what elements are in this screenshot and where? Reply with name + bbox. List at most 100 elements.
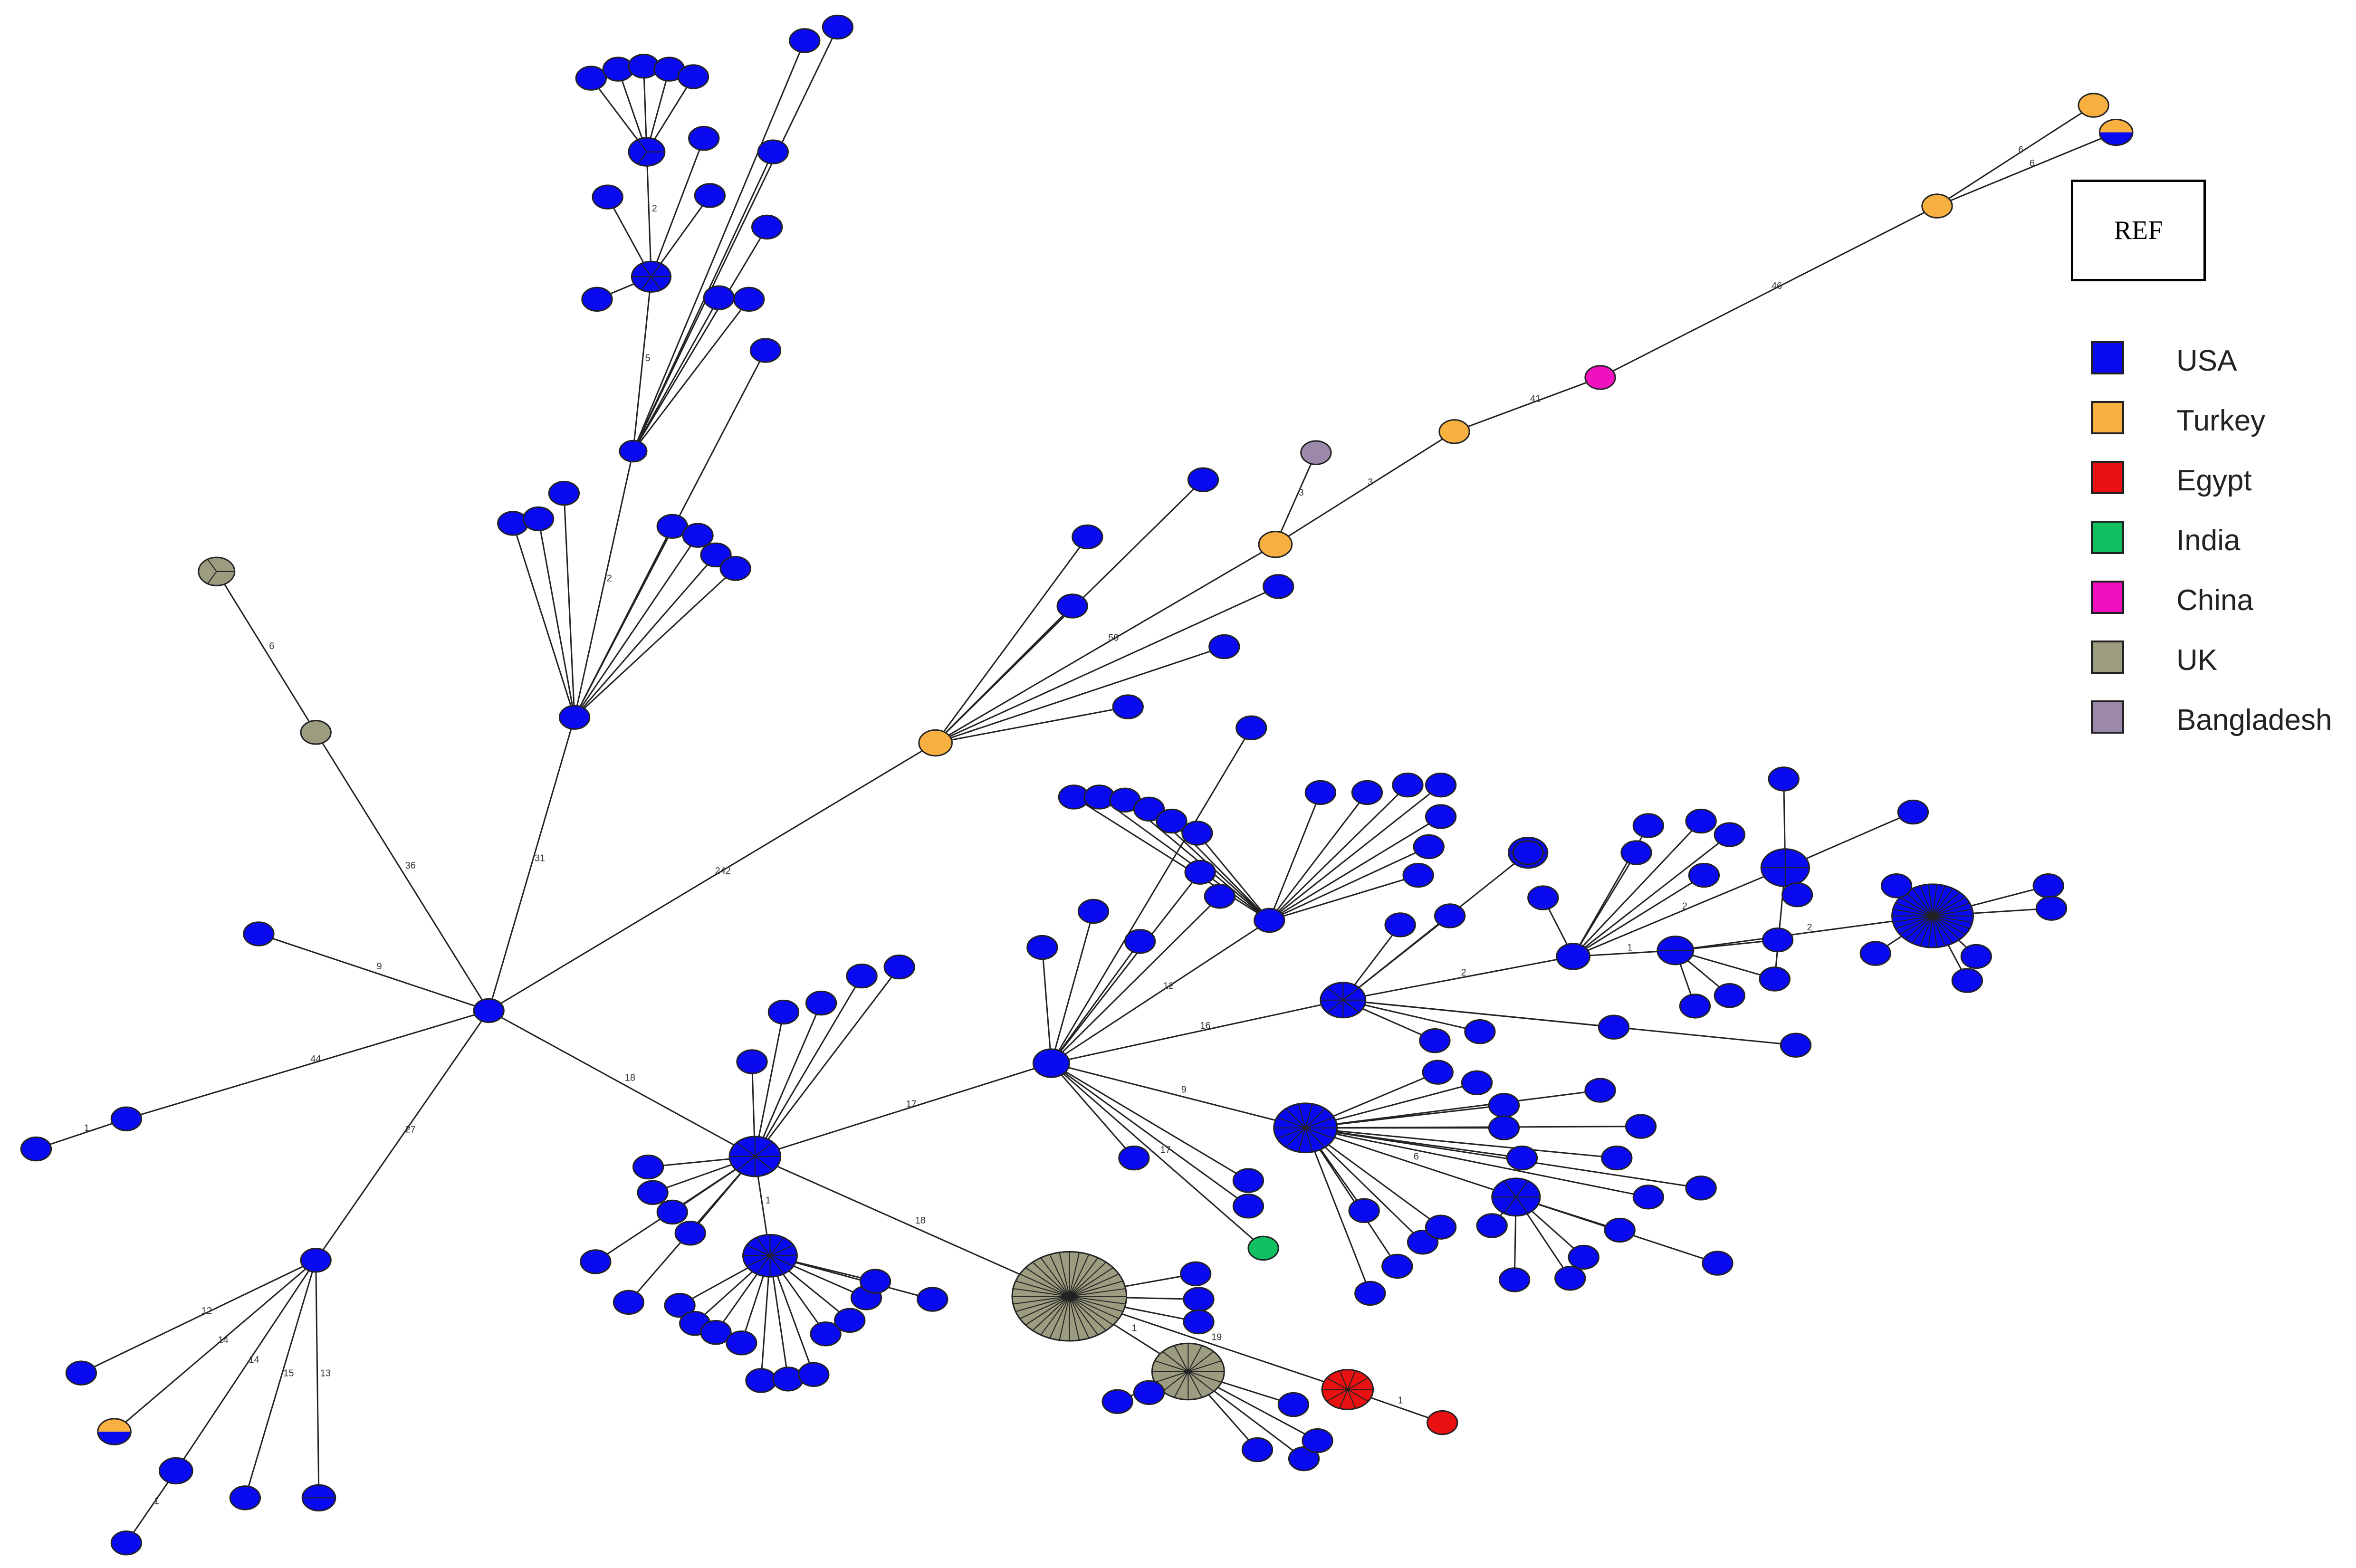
node-slice <box>1932 885 1946 916</box>
node <box>1488 1093 1520 1118</box>
node-slice <box>1069 1296 1113 1326</box>
node <box>656 1199 688 1225</box>
node-slice <box>1919 916 1933 947</box>
node <box>1208 634 1240 660</box>
node-body <box>158 1457 193 1485</box>
node <box>1181 821 1213 846</box>
node-slice <box>1276 1117 1306 1128</box>
edge-label: 27 <box>405 1125 416 1135</box>
node-body <box>1204 884 1235 909</box>
node-body <box>798 1362 830 1387</box>
node <box>632 1154 664 1180</box>
node-slice <box>769 1237 784 1256</box>
node <box>859 1269 891 1294</box>
node <box>548 480 580 506</box>
node-slice <box>1305 1128 1313 1152</box>
node <box>1381 1253 1413 1279</box>
node-body <box>300 1248 332 1273</box>
edge <box>1073 796 1270 921</box>
node-slice <box>1899 915 1933 935</box>
node <box>677 64 709 89</box>
edge <box>488 742 936 1012</box>
node <box>1891 883 1974 948</box>
node <box>1320 982 1367 1019</box>
node-body <box>1232 1194 1264 1219</box>
node-body <box>688 125 720 151</box>
node-slice <box>1154 1360 1188 1372</box>
edge <box>1269 792 1368 921</box>
edge <box>1041 947 1052 1063</box>
edge <box>1342 915 1450 1001</box>
edge <box>755 1156 1070 1297</box>
node <box>1760 848 1810 888</box>
node-body <box>1714 983 1745 1008</box>
edge <box>1051 999 1343 1064</box>
legend-swatch-egypt <box>2091 461 2124 494</box>
node <box>745 1368 777 1393</box>
node-slice <box>207 559 217 572</box>
edge <box>651 138 705 277</box>
edge <box>632 277 652 451</box>
node-slice <box>1305 1117 1334 1128</box>
node-body <box>1685 1176 1717 1201</box>
node <box>726 1330 757 1356</box>
node <box>2035 896 2068 921</box>
node-body <box>789 28 821 53</box>
node <box>1438 419 1470 444</box>
node-body <box>859 1269 891 1294</box>
node-body <box>1184 860 1216 885</box>
edge <box>488 1010 756 1157</box>
node <box>1527 885 1559 910</box>
edge-label: 6 <box>2018 145 2023 155</box>
node-body <box>656 1199 688 1225</box>
node <box>1584 1078 1616 1103</box>
node-body <box>751 214 783 240</box>
node-body <box>20 1136 52 1162</box>
edge-label: 1 <box>84 1123 89 1133</box>
edge <box>258 933 489 1012</box>
node-slice <box>1326 1389 1348 1402</box>
node <box>1425 804 1457 829</box>
edge-label: 17 <box>1160 1145 1170 1155</box>
edge-labels: 3136624294411827252171811191171691259341… <box>84 145 2035 1507</box>
node <box>1384 912 1416 937</box>
node-slice <box>1305 1127 1334 1139</box>
node-slice <box>1049 1254 1070 1297</box>
node <box>1464 1019 1496 1044</box>
node-body <box>1679 994 1711 1019</box>
node <box>1425 772 1457 798</box>
legend-item-india: India <box>2091 521 2356 559</box>
node <box>733 287 765 312</box>
edge <box>36 1118 127 1150</box>
node-slice <box>1069 1296 1099 1336</box>
node-body <box>1584 365 1616 390</box>
edge-label: 12 <box>1163 981 1174 991</box>
node-body <box>805 990 837 1016</box>
node <box>1780 1033 1812 1058</box>
node <box>1556 943 1590 970</box>
node <box>619 440 648 463</box>
node-body <box>1072 524 1103 550</box>
node-slice <box>1069 1254 1090 1297</box>
node-slice <box>1069 1296 1119 1319</box>
node <box>767 999 800 1025</box>
node-body <box>1598 1014 1630 1040</box>
node-body <box>1499 1267 1531 1292</box>
edge <box>1936 105 2094 207</box>
node <box>749 338 782 363</box>
node-body <box>1413 834 1445 860</box>
edge-label: 46 <box>1772 281 1782 291</box>
edge <box>1051 871 1201 1064</box>
node-body <box>1208 634 1240 660</box>
edge <box>632 27 839 452</box>
node <box>1392 772 1424 798</box>
node-body <box>1254 908 1285 933</box>
edge <box>1274 452 1317 545</box>
node <box>719 556 751 581</box>
node-body <box>1702 1251 1733 1276</box>
node <box>1499 1267 1531 1292</box>
node-slice <box>1932 884 1937 916</box>
legend-label-usa: USA <box>2176 344 2237 377</box>
node-outline <box>2098 118 2134 146</box>
edge-label: 3 <box>1368 477 1373 488</box>
